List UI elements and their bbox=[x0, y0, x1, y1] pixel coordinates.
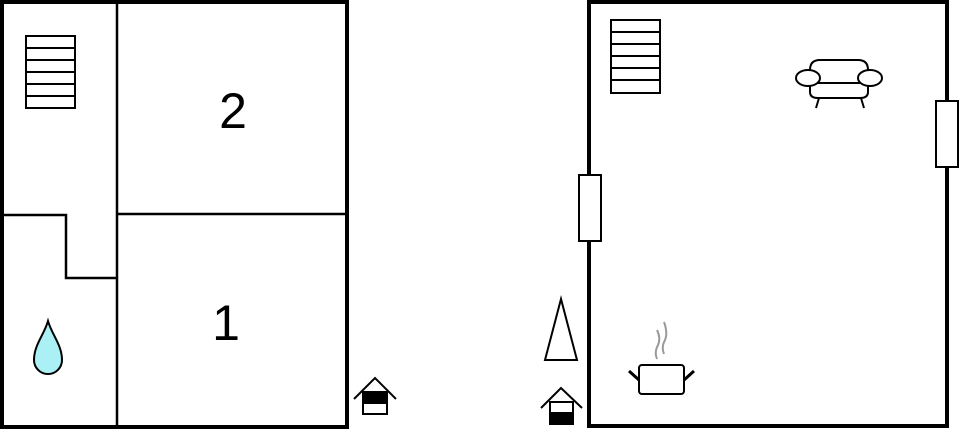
ground-floor-plan bbox=[0, 0, 349, 429]
outer-wall bbox=[587, 0, 949, 428]
inner-wall bbox=[2, 213, 117, 280]
room-label-2: 2 bbox=[219, 83, 247, 139]
cooking-pot-icon bbox=[627, 321, 696, 395]
stairs-icon bbox=[610, 19, 661, 94]
entrance-house-icon bbox=[353, 376, 397, 415]
window-icon bbox=[935, 100, 959, 168]
sofa-icon bbox=[795, 59, 883, 109]
entrance-house-icon bbox=[540, 386, 583, 425]
window-icon bbox=[578, 174, 602, 242]
room-label-1: 1 bbox=[212, 295, 240, 351]
upper-floor-plan bbox=[540, 0, 959, 428]
stairs-icon bbox=[25, 35, 76, 109]
north-arrow-icon bbox=[543, 295, 579, 361]
water-drop-icon bbox=[32, 317, 64, 375]
